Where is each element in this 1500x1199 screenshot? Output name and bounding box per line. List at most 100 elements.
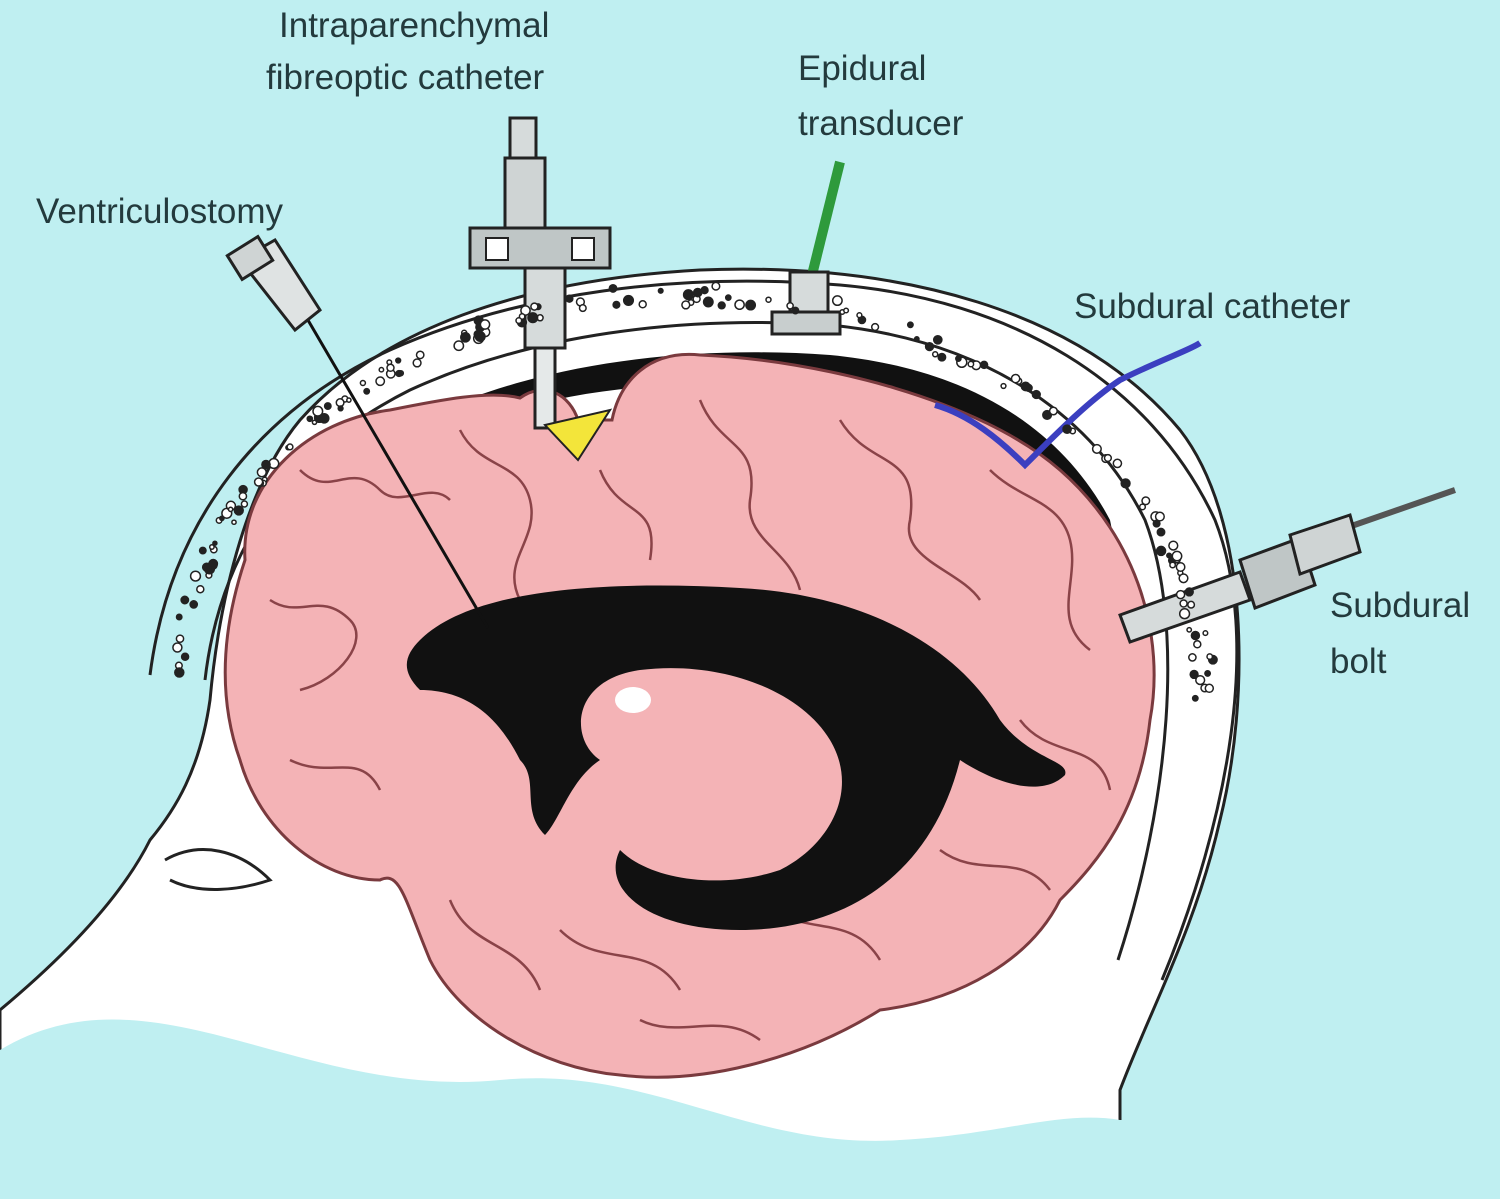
- bone-dot: [1191, 694, 1199, 702]
- foramen: [615, 687, 651, 713]
- bone-dot: [1010, 373, 1021, 384]
- bone-dot: [208, 544, 215, 550]
- bone-dot: [227, 506, 234, 513]
- bone-dot: [1195, 674, 1206, 686]
- bone-dot: [913, 336, 920, 342]
- bone-dot: [1188, 653, 1197, 662]
- skull-outer-line: [148, 279, 1239, 981]
- bone-dot: [335, 398, 345, 408]
- bone-dot: [337, 405, 344, 412]
- bone-dot: [967, 360, 975, 368]
- bone-dot: [1048, 406, 1058, 416]
- bone-dot: [1141, 496, 1151, 506]
- bone-dot: [189, 570, 202, 582]
- bone-dot: [681, 300, 691, 310]
- bone-dot: [479, 319, 491, 330]
- bone-dot: [711, 281, 721, 291]
- bone-dot: [231, 519, 237, 526]
- bone-dot: [208, 558, 219, 569]
- bone-dot: [1178, 573, 1189, 584]
- bone-dot: [734, 299, 745, 311]
- bone-dot: [1168, 540, 1179, 551]
- bone-dot: [1031, 389, 1041, 400]
- bone-dot: [1204, 669, 1212, 677]
- bone-dot: [189, 600, 199, 609]
- label-intraparenchymal-line1: Intraparenchymal: [279, 6, 550, 45]
- bone-dot: [346, 397, 352, 403]
- bone-dot: [608, 283, 618, 293]
- bone-dot: [395, 357, 402, 364]
- bone-dot: [870, 322, 880, 332]
- bone-dot: [1000, 382, 1007, 390]
- bone-dot: [198, 546, 207, 555]
- label-intraparenchymal-line2: fibreoptic catheter: [266, 58, 545, 97]
- bone-dot: [1193, 640, 1202, 649]
- bone-dot: [196, 584, 205, 594]
- subdural-catheter-wire: [934, 340, 1202, 470]
- bone-dot: [1178, 608, 1191, 620]
- bone-dot: [856, 312, 863, 319]
- label-subdural-catheter: Subdural catheter: [1074, 287, 1351, 326]
- bone-dot: [359, 379, 367, 387]
- bone-dot: [1171, 550, 1183, 562]
- bone-dot: [745, 299, 757, 311]
- bone-dot: [682, 289, 694, 301]
- bone-dot: [261, 459, 271, 470]
- bone-dot: [212, 540, 218, 546]
- bone-dot: [1156, 527, 1166, 537]
- bone-dot: [238, 491, 248, 501]
- bone-dot: [765, 296, 772, 303]
- bone-dot: [256, 467, 267, 478]
- bone-dot: [717, 301, 726, 310]
- bone-dot: [565, 294, 574, 303]
- bone-dot: [378, 366, 385, 373]
- label-epidural-line2: transducer: [798, 104, 964, 143]
- bone-dot: [1155, 545, 1167, 557]
- bone-dot: [530, 302, 539, 311]
- bone-dot: [286, 443, 294, 451]
- bottom-background-wave: [0, 1019, 1500, 1199]
- bone-dot: [578, 304, 587, 313]
- bone-dot: [520, 305, 531, 316]
- bone-dot: [979, 360, 989, 370]
- bone-dot: [180, 595, 190, 605]
- bone-dot: [955, 355, 962, 362]
- bone-dot: [831, 295, 843, 307]
- bone-dot: [375, 376, 386, 387]
- bone-dot: [786, 301, 794, 310]
- bone-dot: [843, 307, 850, 314]
- bone-dot: [1138, 503, 1147, 511]
- bone-dot: [323, 402, 332, 411]
- bone-dot: [924, 341, 935, 352]
- bone-dot: [906, 321, 914, 329]
- bone-dot: [1206, 653, 1214, 661]
- bone-dot: [932, 334, 943, 345]
- bone-dot: [1184, 587, 1194, 597]
- bone-dot: [1175, 562, 1186, 572]
- bone-dot: [1166, 552, 1173, 559]
- bone-dot: [527, 312, 539, 324]
- bone-dot: [453, 340, 465, 352]
- bone-dot: [180, 652, 190, 661]
- bone-dot: [395, 369, 403, 378]
- bone-dot: [306, 415, 314, 423]
- lateral-ventricle: [406, 585, 1066, 930]
- bone-dot: [1190, 630, 1201, 641]
- bone-dot: [473, 330, 482, 339]
- label-epidural-line1: Epidural: [798, 49, 927, 88]
- bone-dot: [175, 613, 183, 621]
- bone-dot: [931, 351, 939, 358]
- bone-dot: [312, 405, 324, 417]
- bone-dot: [622, 294, 635, 306]
- ventriculostomy-device: [225, 234, 490, 629]
- bone-dot: [1120, 478, 1131, 489]
- bone-dot: [702, 296, 714, 308]
- bone-dot: [1179, 599, 1188, 608]
- bone-dot: [1189, 669, 1199, 680]
- bone-dot: [1175, 589, 1186, 600]
- bone-dot: [363, 387, 371, 395]
- bone-dot: [1187, 600, 1196, 609]
- bone-dot: [412, 358, 422, 368]
- bone-dot: [657, 287, 664, 294]
